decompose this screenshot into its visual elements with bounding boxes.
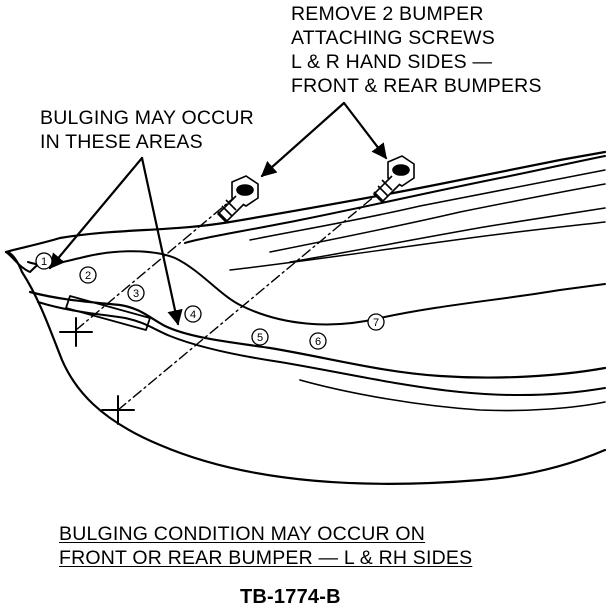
bolt-icon-right	[372, 155, 415, 204]
svg-text:6: 6	[315, 336, 321, 348]
body-line-1	[184, 155, 606, 244]
bulging-line-1: BULGING MAY OCCUR	[40, 107, 254, 129]
caption-line-2: FRONT OR REAR BUMPER — L & RH SIDES	[59, 547, 473, 569]
svg-text:5: 5	[257, 332, 263, 344]
body-line-3	[269, 183, 606, 253]
arrow-screw-left	[260, 101, 346, 178]
marker-6: 6	[309, 332, 327, 350]
marker-7: 7	[367, 313, 385, 331]
arrow-bulge-left	[48, 156, 144, 270]
alignment-line-1	[75, 195, 237, 331]
body-line-5	[229, 221, 606, 271]
remove-screws-line-2: ATTACHING SCREWS	[291, 27, 495, 49]
marker-4: 4	[184, 305, 202, 323]
alignment-line-2	[117, 189, 383, 411]
remove-screws-line-4: FRONT & REAR BUMPERS	[291, 75, 542, 97]
bulging-callout: BULGING MAY OCCUR IN THESE AREAS	[40, 106, 254, 154]
bumper-lip-3	[299, 379, 606, 412]
bumper-lip-1	[28, 290, 607, 379]
bulging-line-2: IN THESE AREAS	[40, 131, 203, 153]
marker-3: 3	[127, 284, 145, 302]
arrow-screw-right	[342, 101, 388, 160]
remove-screws-line-1: REMOVE 2 BUMPER	[291, 3, 484, 25]
crosshair-lower	[101, 395, 135, 425]
remove-screws-line-3: L & R HAND SIDES —	[291, 51, 493, 73]
bumper-outline	[4, 250, 607, 485]
remove-screws-callout: REMOVE 2 BUMPER ATTACHING SCREWS L & R H…	[291, 2, 542, 98]
marker-5: 5	[251, 328, 269, 346]
svg-text:4: 4	[190, 309, 196, 321]
svg-text:7: 7	[373, 317, 379, 329]
svg-text:2: 2	[85, 270, 91, 282]
marker-2: 2	[79, 266, 97, 284]
svg-text:1: 1	[41, 256, 47, 268]
bumper-lip-2	[37, 301, 606, 396]
svg-text:3: 3	[133, 288, 139, 300]
arrow-bulge-right	[140, 156, 183, 326]
figure-id: TB-1774-B	[240, 586, 341, 608]
bumper-inner-contour	[27, 250, 606, 326]
bumper-recess	[65, 295, 151, 331]
figure-caption: BULGING CONDITION MAY OCCUR ON FRONT OR …	[59, 522, 472, 570]
bumper-top-edge	[4, 150, 607, 254]
body-line-4	[289, 207, 606, 263]
bolt-icon-left	[216, 175, 259, 224]
crosshair-upper	[59, 317, 93, 347]
caption-line-1: BULGING CONDITION MAY OCCUR ON	[59, 523, 426, 545]
body-line-2	[249, 169, 606, 241]
marker-1: 1	[35, 252, 53, 270]
